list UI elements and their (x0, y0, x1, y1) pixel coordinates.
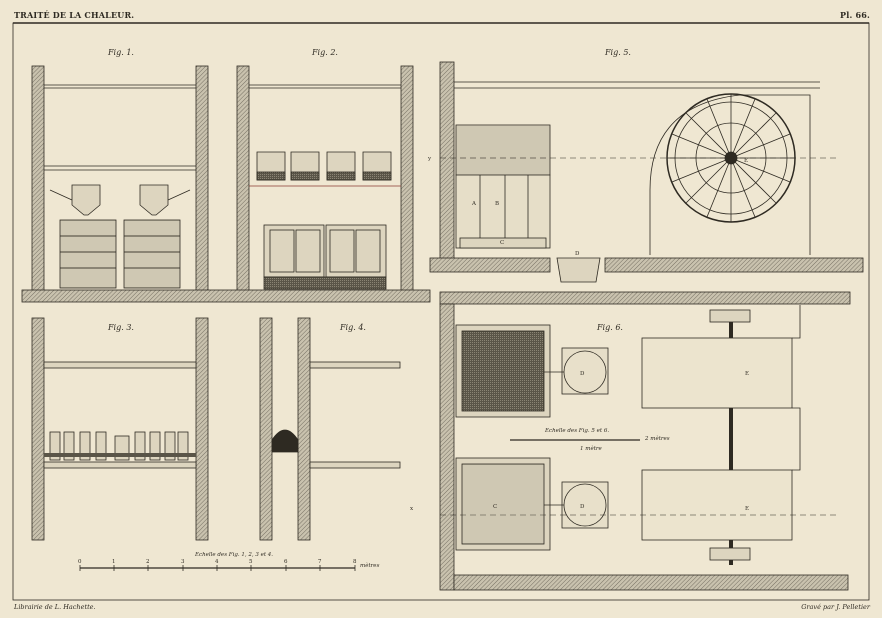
fig1-label: Fig. 1. (107, 48, 134, 57)
scale1-title: Echelle des Fig. 1, 2, 3 et 4. (194, 552, 273, 558)
letter-x: x (410, 506, 414, 512)
engraver-credit: Gravé par J. Pelletier (801, 603, 870, 611)
letter-a: A (471, 201, 477, 207)
scale2-left: 1 mètre (580, 445, 603, 452)
fig4-label: Fig. 4. (339, 323, 366, 332)
fig6-drawing (439, 291, 851, 591)
letter-e2-fig6: E (745, 506, 749, 512)
tick-2: 2 (146, 559, 150, 565)
letter-y: y (427, 156, 432, 162)
fig6-label: Fig. 6. (596, 323, 623, 332)
fig2-label: Fig. 2. (311, 48, 338, 57)
fig3-label: Fig. 3. (107, 323, 134, 332)
letter-b: B (495, 201, 499, 207)
tick-5: 5 (249, 559, 253, 565)
letter-c-fig6: C (493, 504, 497, 510)
fig5-label: Fig. 5. (604, 48, 631, 57)
scale1-ticks: 0 1 2 3 4 5 6 7 8 (78, 559, 357, 565)
tick-4: 4 (215, 559, 219, 565)
scale2-right: 2 mètres (644, 435, 670, 442)
plate-number: Pl. 66. (840, 10, 870, 20)
floor-fig1-2 (21, 289, 431, 303)
scale1-unit: mètres (360, 562, 380, 569)
letter-d-fig6: D (580, 371, 585, 377)
scale2-title: Echelle des Fig. 5 et 6. (544, 428, 609, 434)
letter-e-fig6: E (745, 371, 749, 377)
letter-d: D (575, 251, 580, 257)
tick-3: 3 (181, 559, 185, 565)
letter-d2-fig6: D (580, 504, 585, 510)
fig1-drawing (31, 65, 209, 293)
scale1-bar (79, 565, 356, 571)
tick-7: 7 (318, 559, 322, 565)
fig2-drawing (236, 65, 414, 293)
plate-title: TRAITÉ DE LA CHALEUR. (14, 10, 135, 20)
tick-0: 0 (78, 559, 82, 565)
fig3-drawing (31, 317, 209, 541)
fig4-drawing (259, 317, 401, 541)
letter-c: C (500, 240, 504, 246)
plate-frame (12, 22, 870, 601)
publisher-credit: Librairie de L. Hachette. (14, 603, 96, 611)
fig5-drawing (429, 61, 864, 283)
tick-8: 8 (353, 559, 357, 565)
letter-e: E (744, 158, 748, 164)
tick-1: 1 (112, 559, 116, 565)
tick-6: 6 (284, 559, 288, 565)
